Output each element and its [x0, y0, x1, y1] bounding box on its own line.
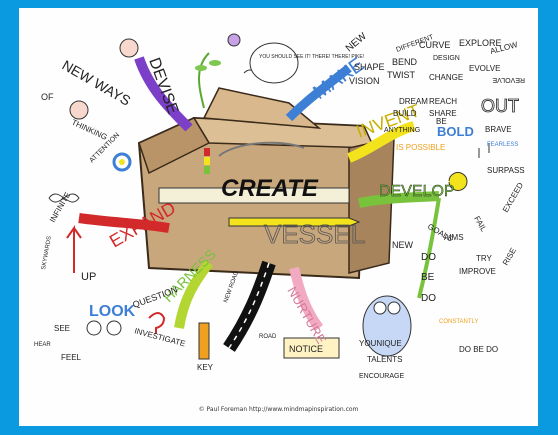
label-improve: IMPROVE — [459, 267, 496, 276]
key-doodle — [198, 322, 210, 360]
face-doodle — [119, 38, 139, 58]
label-see: SEE — [54, 324, 70, 333]
label-vision: VISION — [349, 76, 380, 86]
label-new-ways: NEW WAYS — [60, 57, 134, 109]
label-notice: NOTICE — [289, 344, 323, 354]
label-design: DESIGN — [433, 55, 460, 62]
label-road: ROAD — [259, 334, 277, 340]
label-fail: FAIL — [472, 215, 488, 234]
label-build: BUILD — [393, 109, 417, 118]
label-try: TRY — [476, 254, 493, 263]
question-mark-doodle — [148, 312, 166, 334]
label-new-2: NEW — [392, 240, 414, 250]
label-out: OUT — [481, 96, 519, 116]
pencil — [228, 217, 361, 227]
label-brave: BRAVE — [485, 125, 512, 134]
branch-harness — [174, 260, 214, 329]
label-reach: REACH — [429, 97, 457, 106]
copyright-credit: © Paul Foreman http://www.mindmapinspira… — [198, 406, 359, 413]
label-dream: DREAM — [399, 97, 428, 106]
label-anything: ANYTHING — [384, 127, 420, 134]
label-new: NEW — [344, 31, 369, 55]
branch-devise — [134, 56, 193, 132]
branch-nurture — [289, 266, 324, 331]
label-is-possible: IS POSSIBLE — [396, 143, 445, 152]
label-skywards: SKYWARDS — [41, 236, 53, 271]
label-up: UP — [81, 271, 96, 283]
label-do: DO — [421, 252, 436, 263]
notice-scroll — [283, 337, 340, 359]
label-investigate: INVESTIGATE — [133, 326, 186, 348]
bulb-doodle — [448, 172, 468, 191]
sun-doodle — [227, 33, 241, 47]
mind-map-illustration: NEW WAYS OF THINKING DEVISE YOU SHOULD S… — [34, 31, 525, 380]
label-nurture: NURTURE — [284, 284, 329, 347]
branch-goals — [417, 197, 441, 299]
branch-develop — [358, 191, 440, 208]
mind-map-canvas: NEW WAYS OF THINKING DEVISE YOU SHOULD S… — [19, 8, 538, 426]
label-evolve: EVOLVE — [469, 64, 500, 73]
speech-bubble — [249, 42, 299, 84]
label-of: OF — [41, 92, 54, 102]
label-do-be-do: DO BE DO — [459, 345, 498, 354]
central-box — [137, 87, 395, 280]
label-key: KEY — [197, 363, 214, 372]
label-bend: BEND — [392, 57, 418, 67]
label-thinking: THINKING — [70, 118, 108, 142]
label-unique: YOUNIQUE — [359, 339, 402, 348]
branch-make — [285, 64, 352, 122]
label-rise: RISE — [501, 246, 518, 267]
label-new-road: NEW ROAD — [223, 270, 240, 304]
label-exceed: EXCEED — [501, 181, 525, 214]
label-you-should: YOU SHOULD SEE IT! THERE! THERE! PIKE! — [259, 54, 364, 60]
label-be-2: BE — [421, 272, 435, 283]
label-hear: HEAR — [34, 342, 51, 348]
label-create: CREATE — [221, 175, 319, 202]
label-explore: EXPLORE — [459, 38, 502, 48]
face-doodle-2 — [69, 100, 89, 120]
label-aims: AIMS — [444, 233, 464, 242]
label-curve: CURVE — [419, 40, 450, 50]
label-vessel: VESSEL — [264, 219, 365, 249]
label-twist: TWIST — [387, 70, 415, 80]
plant-doodle — [198, 52, 210, 109]
label-surpass: SURPASS — [487, 166, 525, 175]
label-encourage: ENCOURAGE — [359, 373, 404, 380]
label-shape: SHAPE — [354, 62, 385, 72]
safety-pin — [218, 141, 305, 157]
label-look: LOOK — [89, 303, 136, 320]
branch-invent — [347, 121, 416, 163]
eye-doodle — [86, 320, 102, 336]
label-do-2: DO — [421, 293, 436, 304]
label-feel: FEEL — [61, 353, 82, 362]
label-change: CHANGE — [429, 73, 463, 82]
label-fearless: FEARLESS — [487, 142, 518, 148]
label-share: SHARE — [429, 109, 457, 118]
infinite-doodle — [48, 193, 80, 203]
label-bold: BOLD — [437, 124, 474, 139]
label-talents: TALENTS — [367, 355, 402, 364]
branch-expand — [78, 213, 170, 233]
label-be: BE — [436, 117, 447, 126]
music-notes — [478, 143, 490, 158]
label-constantly: CONSTANTLY — [439, 319, 478, 325]
label-revolve: REVOLVE — [492, 76, 525, 83]
label-develop: DEVELOP — [379, 183, 455, 200]
up-arrow — [66, 224, 82, 273]
